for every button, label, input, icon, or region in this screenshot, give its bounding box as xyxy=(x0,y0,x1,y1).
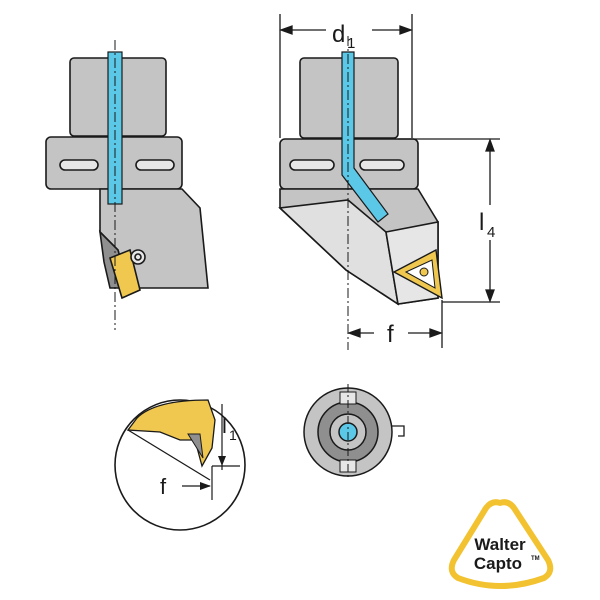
left-coolant-channel xyxy=(107,40,123,330)
left-slot-right xyxy=(135,159,175,171)
l1-label: l xyxy=(222,413,227,438)
right-coolant-channel xyxy=(341,36,389,350)
logo-line2: Capto xyxy=(474,554,522,573)
walter-capto-logo: Walter Capto TM xyxy=(448,499,554,589)
dimension-d1 xyxy=(279,14,413,138)
detail-insert xyxy=(126,399,216,468)
left-clamp-screw xyxy=(130,249,146,265)
end-view xyxy=(303,384,405,480)
detail-insert-tip xyxy=(187,433,204,459)
d1-subscript: 1 xyxy=(347,35,355,52)
l4-label: l xyxy=(479,209,484,236)
detail-view xyxy=(114,399,246,531)
d1-label: d xyxy=(332,21,345,48)
right-slot-right xyxy=(359,159,405,171)
right-triangular-insert xyxy=(392,248,443,300)
left-tool-view xyxy=(45,57,209,300)
right-slot-left xyxy=(289,159,335,171)
logo-tm: TM xyxy=(531,556,540,562)
f-top-label: f xyxy=(387,321,394,348)
logo-line1: Walter xyxy=(474,535,526,554)
dimension-l4 xyxy=(398,138,500,303)
dimension-f-top xyxy=(347,300,443,348)
left-slot-left xyxy=(59,159,99,171)
l1-subscript: 1 xyxy=(229,427,237,443)
f-detail-label: f xyxy=(160,474,167,499)
logo-border xyxy=(448,499,554,589)
l4-subscript: 4 xyxy=(487,224,495,241)
